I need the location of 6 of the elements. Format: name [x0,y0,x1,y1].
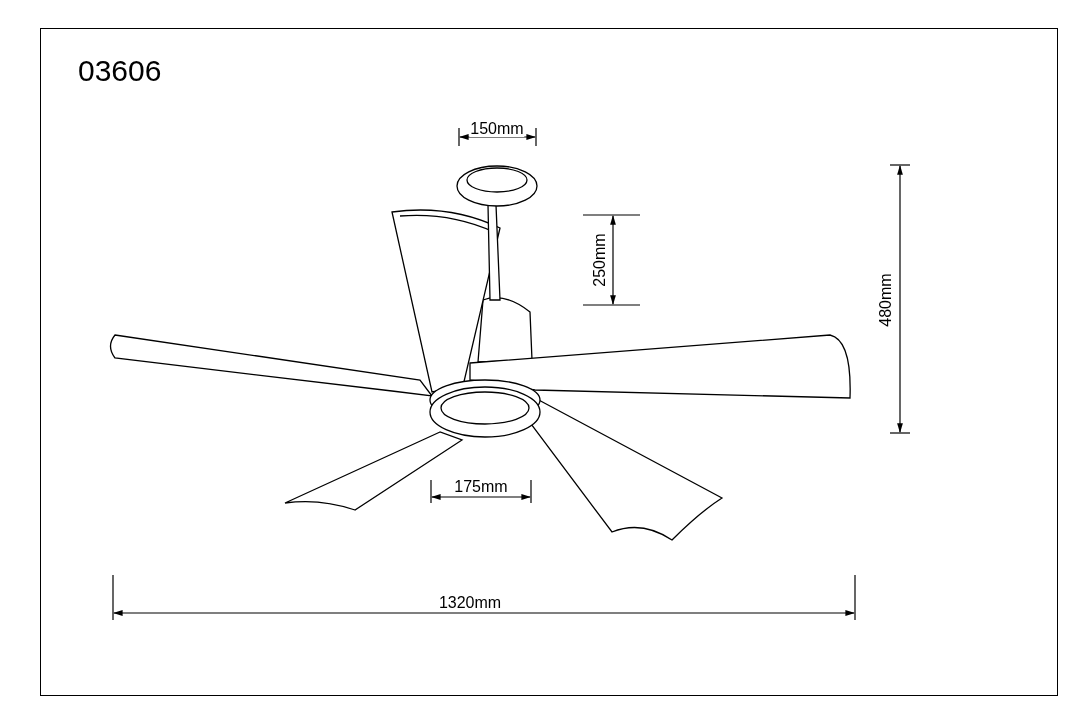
dimension-label: 480mm [878,272,894,328]
dimension-label: 150mm [469,121,525,137]
dimension-label: 175mm [453,479,509,495]
model-number: 03606 [78,56,162,86]
dimension-label: 250mm [592,232,608,288]
dimension-label: 1320mm [437,595,503,611]
